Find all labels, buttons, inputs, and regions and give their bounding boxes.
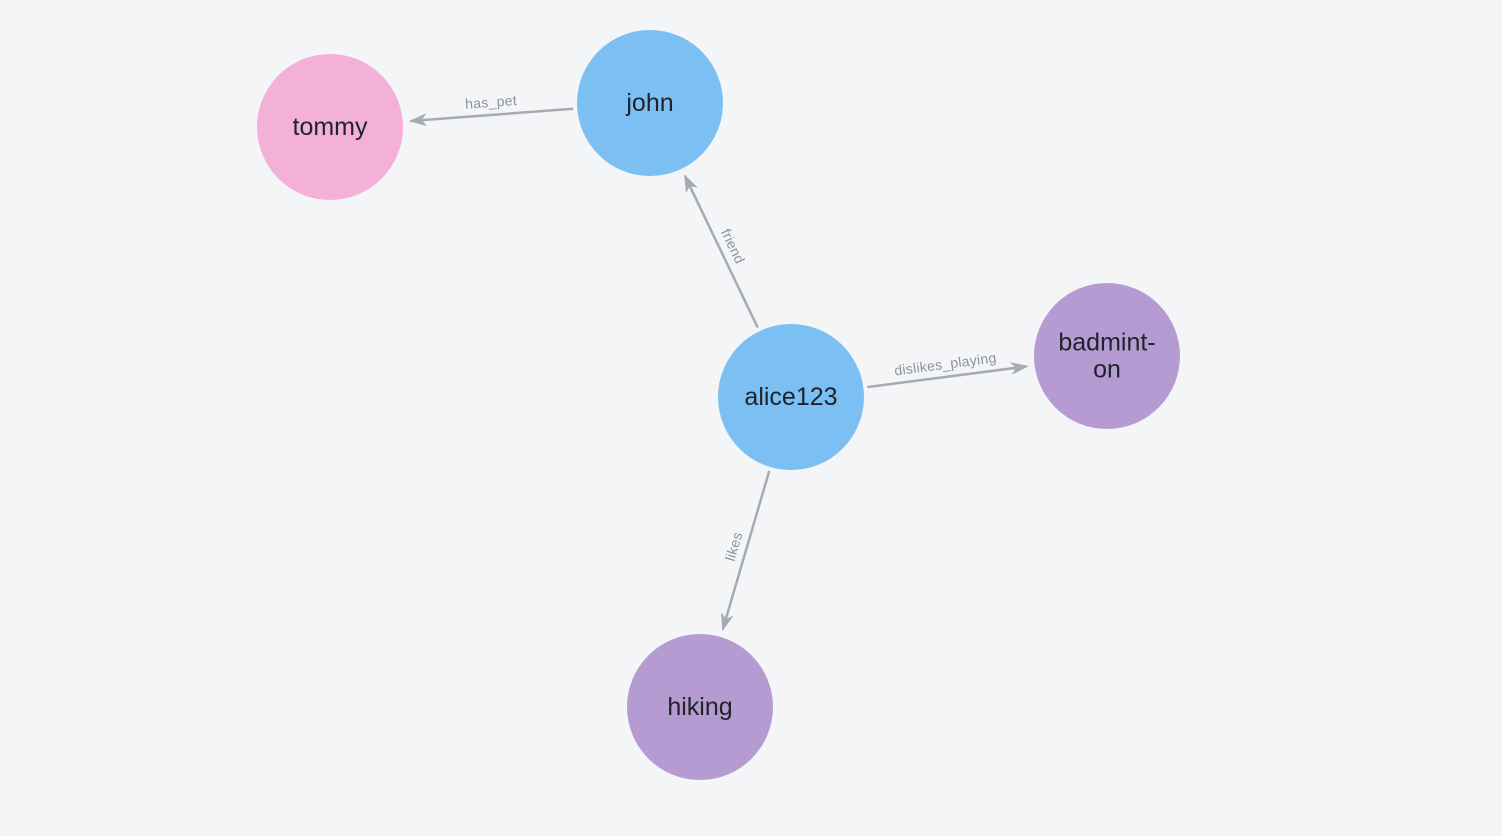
graph-edge-has_pet[interactable]: has_pet (408, 92, 574, 127)
edge-line[interactable] (867, 362, 1029, 389)
edge-label: dislikes_playing (893, 349, 997, 378)
graph-node-badminton[interactable]: badmint-on (1034, 283, 1180, 429)
node-circle[interactable] (577, 30, 723, 176)
edge-label: friend (718, 226, 748, 266)
graph-node-john[interactable]: john (577, 30, 723, 176)
graph-node-alice123[interactable]: alice123 (718, 324, 864, 470)
node-circle[interactable] (718, 324, 864, 470)
graph-node-hiking[interactable]: hiking (627, 634, 773, 780)
edge-line[interactable] (683, 174, 759, 329)
graph-edge-friend[interactable]: friend (683, 174, 759, 329)
node-circle[interactable] (627, 634, 773, 780)
node-circle[interactable] (257, 54, 403, 200)
graph-node-tommy[interactable]: tommy (257, 54, 403, 200)
nodes-layer: tommy john alice123 badmint-on hiking (257, 30, 1180, 780)
graph-edge-likes[interactable]: likes (721, 470, 771, 632)
edge-line[interactable] (721, 470, 771, 632)
graph-edge-dislikes_playing[interactable]: dislikes_playing (867, 349, 1029, 389)
edge-label: likes (722, 530, 746, 563)
edge-line[interactable] (408, 107, 574, 127)
edge-label: has_pet (465, 92, 518, 112)
node-circle[interactable] (1034, 283, 1180, 429)
